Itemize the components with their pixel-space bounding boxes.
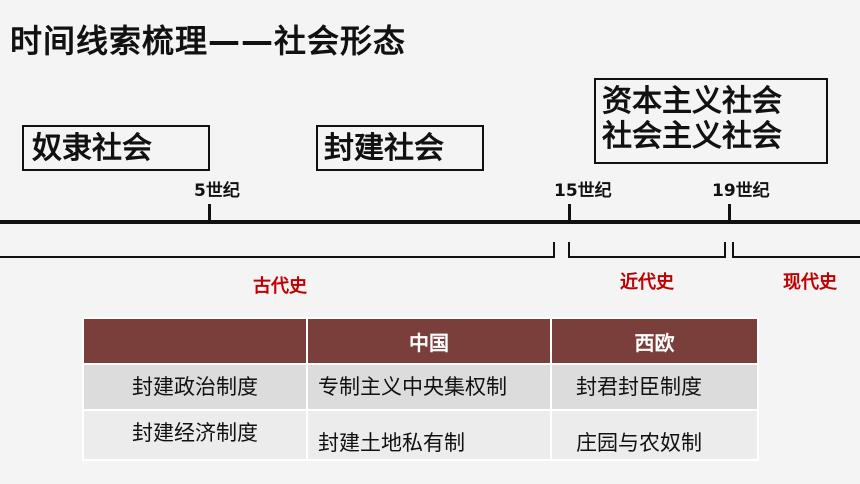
table-cell-western-europe: 庄园与农奴制	[550, 409, 759, 461]
table-cell-western-europe: 封君封臣制度	[550, 363, 759, 411]
table-header-china: 中国	[306, 317, 552, 365]
era-label-feudal: 封建社会	[324, 131, 444, 166]
era-label-socialist: 社会主义社会	[602, 119, 782, 155]
table-cell-row-label: 封建政治制度	[82, 363, 308, 411]
period-label-modern: 近代史	[620, 272, 674, 293]
table-cell-china: 专制主义中央集权制	[306, 363, 552, 411]
era-label-slave: 奴隶社会	[32, 131, 152, 166]
table-row: 封建政治制度 专制主义中央集权制 封君封臣制度	[82, 363, 759, 411]
tick-label-19th-century: 19世纪	[712, 181, 770, 201]
era-label-capitalist: 资本主义社会	[602, 84, 782, 119]
bracket-modern-history	[568, 242, 726, 258]
table-row: 封建经济制度 封建土地私有制 庄园与农奴制	[82, 409, 759, 461]
tick-15th-century	[568, 204, 571, 222]
period-label-ancient: 古代史	[253, 276, 307, 297]
table-cell-row-label: 封建经济制度	[82, 409, 308, 461]
slide-title: 时间线索梳理——社会形态	[10, 22, 407, 60]
tick-label-5th-century: 5世纪	[194, 181, 240, 201]
era-box-feudal-society: 封建社会	[316, 125, 484, 171]
table-header-row: 中国 西欧	[82, 317, 759, 365]
period-label-contemporary: 现代史	[783, 272, 837, 293]
era-box-slave-society: 奴隶社会	[22, 125, 210, 171]
table-header-western-europe: 西欧	[550, 317, 759, 365]
bracket-ancient-history	[0, 242, 555, 258]
tick-5th-century	[208, 204, 211, 222]
table-cell-china: 封建土地私有制	[306, 409, 552, 461]
tick-19th-century	[728, 204, 731, 222]
comparison-table: 中国 西欧 封建政治制度 专制主义中央集权制 封君封臣制度 封建经济制度 封建土…	[82, 317, 759, 461]
timeline-axis	[0, 220, 860, 224]
table-header-empty	[82, 317, 308, 365]
bracket-contemporary-history	[732, 242, 860, 258]
era-box-capitalist-socialist: 资本主义社会 社会主义社会	[594, 78, 828, 164]
tick-label-15th-century: 15世纪	[554, 181, 612, 201]
